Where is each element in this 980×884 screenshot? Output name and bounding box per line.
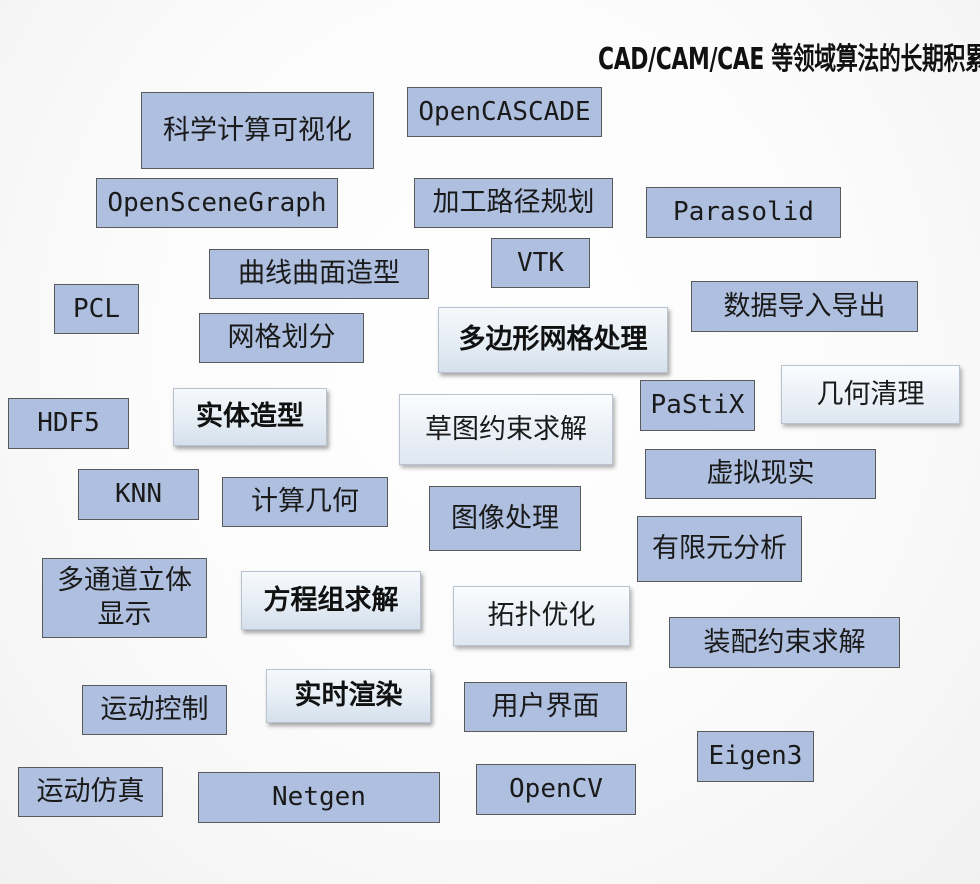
tag-computational-geometry: 计算几何 — [222, 477, 388, 527]
tag-netgen: Netgen — [198, 772, 440, 823]
tag-image-processing: 图像处理 — [429, 486, 581, 551]
tag-eigen3: Eigen3 — [697, 731, 814, 782]
tag-opencv: OpenCV — [476, 764, 636, 815]
tag-finite-element-analysis: 有限元分析 — [637, 516, 802, 582]
tag-assembly-constraint-solving: 装配约束求解 — [669, 617, 900, 668]
tag-equation-system-solving: 方程组求解 — [241, 571, 421, 630]
tag-pastix: PaStiX — [640, 380, 755, 431]
tag-mesh-generation: 网格划分 — [199, 313, 364, 363]
tag-realtime-rendering: 实时渲染 — [266, 669, 431, 723]
tag-toolpath-planning: 加工路径规划 — [414, 178, 613, 228]
tag-hdf5: HDF5 — [8, 398, 129, 449]
tag-polygon-mesh-processing: 多边形网格处理 — [438, 307, 668, 373]
tag-motion-simulation: 运动仿真 — [18, 767, 163, 817]
tag-geometry-cleanup: 几何清理 — [781, 365, 960, 424]
tag-user-interface: 用户界面 — [464, 682, 627, 732]
tag-data-import-export: 数据导入导出 — [691, 281, 918, 332]
tag-multichannel-stereo-display: 多通道立体显示 — [42, 558, 207, 638]
tag-motion-control: 运动控制 — [82, 685, 227, 735]
tag-openscenegraph: OpenSceneGraph — [96, 178, 338, 228]
tag-opencascade: OpenCASCADE — [407, 87, 602, 137]
diagram-title: CAD/CAM/CAE 等领域算法的长期积累 — [598, 42, 980, 77]
tag-vtk: VTK — [491, 238, 590, 288]
tag-scientific-visualization: 科学计算可视化 — [141, 92, 374, 169]
tag-sketch-constraint-solving: 草图约束求解 — [399, 394, 613, 465]
tag-curve-surface-modeling: 曲线曲面造型 — [209, 249, 429, 299]
tag-pcl: PCL — [54, 284, 139, 334]
tag-solid-modeling: 实体造型 — [173, 388, 327, 446]
tag-parasolid: Parasolid — [646, 187, 841, 238]
tag-virtual-reality: 虚拟现实 — [645, 449, 876, 499]
tag-knn: KNN — [78, 469, 199, 520]
tag-topology-optimization: 拓扑优化 — [453, 586, 630, 646]
